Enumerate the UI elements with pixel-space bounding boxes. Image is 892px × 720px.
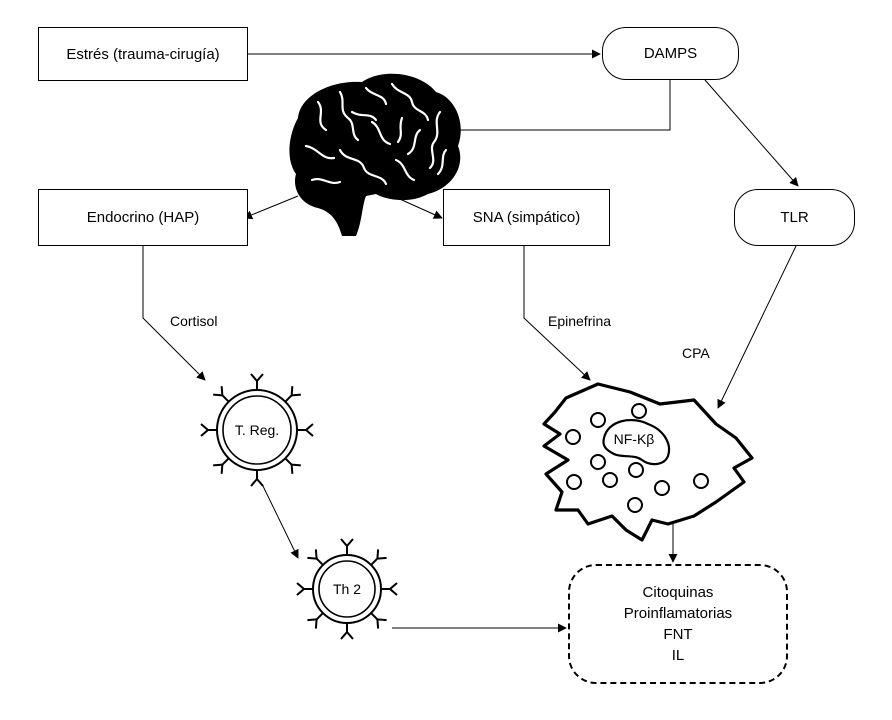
arrow-damps-to-tlr [704, 79, 799, 187]
t-reg-cell-icon [200, 373, 314, 487]
epinephrine-label: Epinefrina [548, 313, 612, 329]
tlr-node: TLR [734, 189, 855, 246]
arrow-tlr-to-apc [717, 245, 797, 409]
th2-label: Th 2 [332, 581, 361, 597]
treg-label: T. Reg. [234, 422, 280, 438]
sna-node: SNA (simpático) [443, 189, 610, 246]
arrow-sna-to-apc [523, 246, 591, 381]
th2-cell-icon [296, 538, 398, 640]
endocrine-node: Endocrino (HAP) [38, 189, 248, 246]
cpa-label: CPA [682, 345, 710, 361]
arrow-damps-to-brain [451, 80, 671, 135]
cytokines-line-4: IL [671, 647, 685, 664]
brain-icon [289, 73, 461, 236]
cytokines-line-1: Citoquinas [642, 584, 714, 601]
damps-node: DAMPS [602, 27, 739, 80]
arrow-brain-to-endocrine [243, 195, 299, 220]
cytokines-line-2: Proinflamatorias [623, 605, 733, 622]
arrow-treg-to-th2 [261, 483, 299, 559]
nfkb-label: NF-Kβ [613, 431, 655, 447]
stress-node: Estrés (trauma-cirugía) [38, 27, 248, 81]
arrow-endocrine-to-treg [142, 246, 206, 381]
cytokines-node: Citoquinas Proinflamatorias FNT IL [568, 564, 788, 684]
antigen-presenting-cell-icon [542, 382, 754, 542]
cytokines-line-3: FNT [663, 626, 693, 643]
cortisol-label: Cortisol [170, 313, 218, 329]
